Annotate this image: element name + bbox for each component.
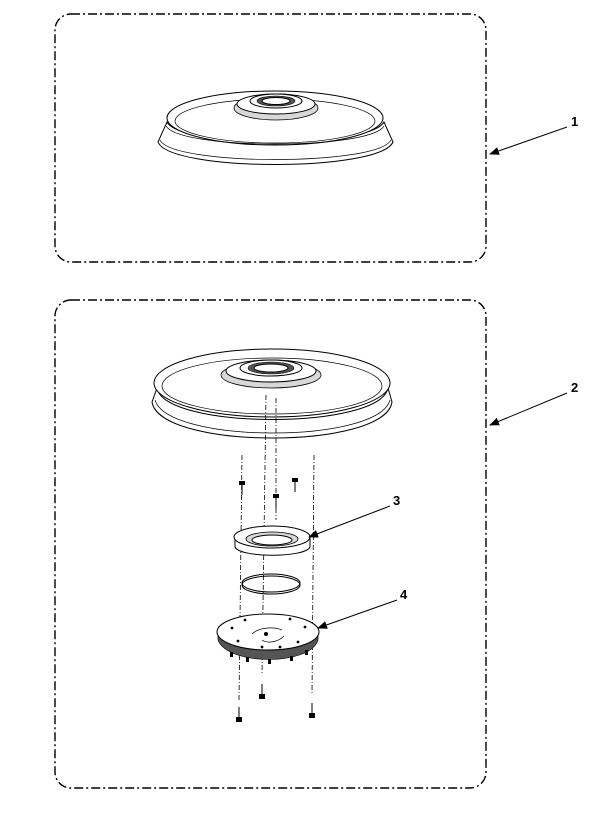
top-screws (239, 478, 298, 508)
callout-1: 1 (571, 114, 578, 129)
assembled-hood-unit (157, 90, 394, 165)
callout-3: 3 (393, 493, 400, 508)
bearing-ring (233, 525, 311, 556)
callout-2: 2 (571, 380, 578, 395)
mounting-plate (216, 613, 320, 664)
callout-leaders (308, 126, 568, 629)
bottom-screws (236, 684, 315, 722)
hood-cover (151, 348, 393, 439)
o-ring (241, 573, 301, 595)
callout-4: 4 (400, 587, 408, 602)
assembly-frame-1 (54, 13, 487, 263)
assembly-frame-2 (54, 299, 487, 789)
